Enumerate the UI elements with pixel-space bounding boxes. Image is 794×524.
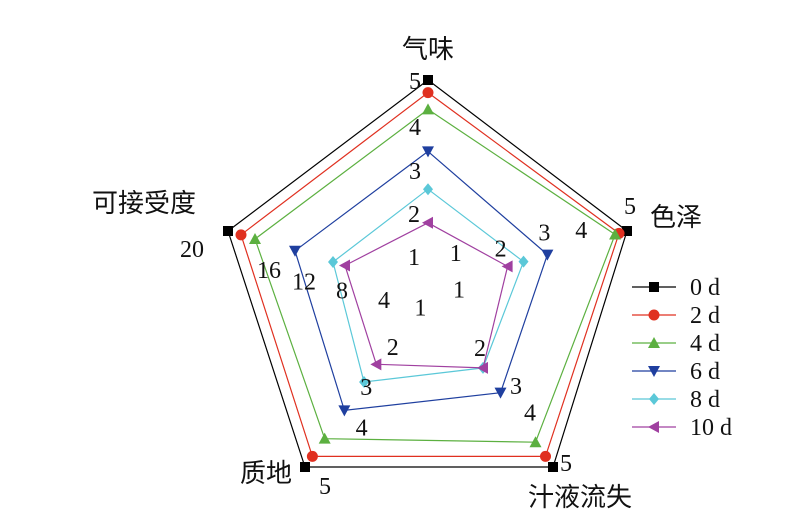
series-3-point-4	[289, 245, 301, 257]
series-2-point-2	[529, 436, 542, 448]
legend-label-3: 6 d	[690, 359, 720, 385]
axis-1-tick-3: 2	[495, 236, 507, 262]
series-1-point-2	[540, 450, 551, 462]
axis-2-tick-3: 2	[474, 336, 486, 362]
legend-label-5: 10 d	[690, 415, 732, 441]
legend-label-1: 2 d	[690, 303, 720, 329]
series-0-point-2	[548, 462, 558, 472]
axis-4-tick-2: 12	[292, 270, 316, 296]
category-layer: 气味 色泽 汁液流失 质地 可接受度	[92, 35, 702, 513]
axis-4-tick-1: 16	[257, 258, 281, 284]
series-1-point-4	[235, 229, 247, 241]
series-5-point-1	[501, 260, 513, 273]
series-2-point-3	[318, 432, 331, 444]
axis-3-tick-3: 2	[387, 335, 399, 361]
series-0-point-0	[423, 75, 433, 85]
series-1-point-0	[422, 87, 434, 99]
axis-1-tick-0: 5	[624, 194, 636, 220]
series-line-0	[227, 79, 628, 468]
series-line-2	[254, 108, 616, 443]
axis-2-tick-0: 5	[560, 451, 572, 477]
category-label-2: 汁液流失	[528, 483, 632, 513]
legend-marker-3	[648, 366, 660, 377]
series-2-point-0	[422, 103, 434, 115]
series-4-point-1	[518, 255, 529, 268]
legend-label-4: 8 d	[690, 387, 720, 413]
series-layer	[223, 75, 632, 472]
series-2-point-1	[609, 228, 622, 240]
axis-2-tick-1: 4	[524, 401, 536, 427]
axis-3-tick-1: 4	[356, 416, 368, 442]
axis-0-tick-3: 2	[408, 202, 420, 228]
axis-3-tick-0: 5	[319, 474, 331, 500]
series-line-1	[240, 91, 620, 457]
legend-marker-0	[649, 282, 659, 292]
series-5-point-0	[422, 216, 433, 229]
series-4-point-3	[359, 376, 370, 389]
axis-0-tick-1: 4	[409, 115, 421, 141]
axis-1-tick-2: 3	[538, 221, 550, 247]
axis-0-tick-4: 1	[408, 245, 420, 271]
series-4-point-4	[328, 255, 338, 268]
axis-3-tick-4: 1	[414, 295, 426, 321]
series-3-point-3	[338, 405, 351, 417]
legend: 0 d2 d4 d6 d8 d10 d	[632, 275, 732, 441]
axis-4-tick-0: 20	[180, 237, 204, 263]
axis-1-tick-4: 1	[450, 241, 462, 267]
series-line-5	[344, 222, 509, 369]
series-2-point-4	[249, 232, 261, 244]
series-0-point-1	[622, 226, 632, 236]
series-4-point-0	[423, 183, 433, 196]
series-0-point-3	[300, 462, 310, 472]
legend-marker-2	[648, 337, 660, 348]
series-3-point-2	[494, 387, 507, 399]
axis-0-tick-2: 3	[409, 159, 421, 185]
legend-label-0: 0 d	[690, 275, 720, 301]
series-3-point-0	[422, 146, 434, 158]
series-0-point-4	[223, 226, 233, 236]
series-line-3	[294, 150, 549, 412]
axis-3-tick-2: 3	[360, 375, 372, 401]
category-label-3: 质地	[240, 459, 292, 489]
axis-2-tick-4: 1	[453, 277, 465, 303]
axis-1-tick-1: 4	[575, 218, 587, 244]
axis-4-tick-3: 8	[336, 278, 348, 304]
legend-marker-5	[648, 421, 659, 433]
category-label-1: 色泽	[650, 203, 702, 233]
series-3-point-1	[541, 249, 554, 261]
series-5-point-2	[477, 361, 488, 374]
series-line-4	[332, 188, 525, 383]
axis-0-tick-0: 5	[409, 69, 421, 95]
series-5-point-3	[370, 358, 382, 371]
series-1-point-3	[306, 450, 318, 462]
axis-2-tick-2: 3	[510, 374, 522, 400]
category-label-4: 可接受度	[92, 189, 196, 219]
series-5-point-4	[339, 259, 350, 272]
legend-marker-4	[649, 393, 659, 405]
category-label-0: 气味	[402, 35, 454, 65]
legend-label-2: 4 d	[690, 331, 720, 357]
axis-4-tick-4: 4	[378, 288, 390, 314]
legend-marker-1	[648, 309, 660, 321]
